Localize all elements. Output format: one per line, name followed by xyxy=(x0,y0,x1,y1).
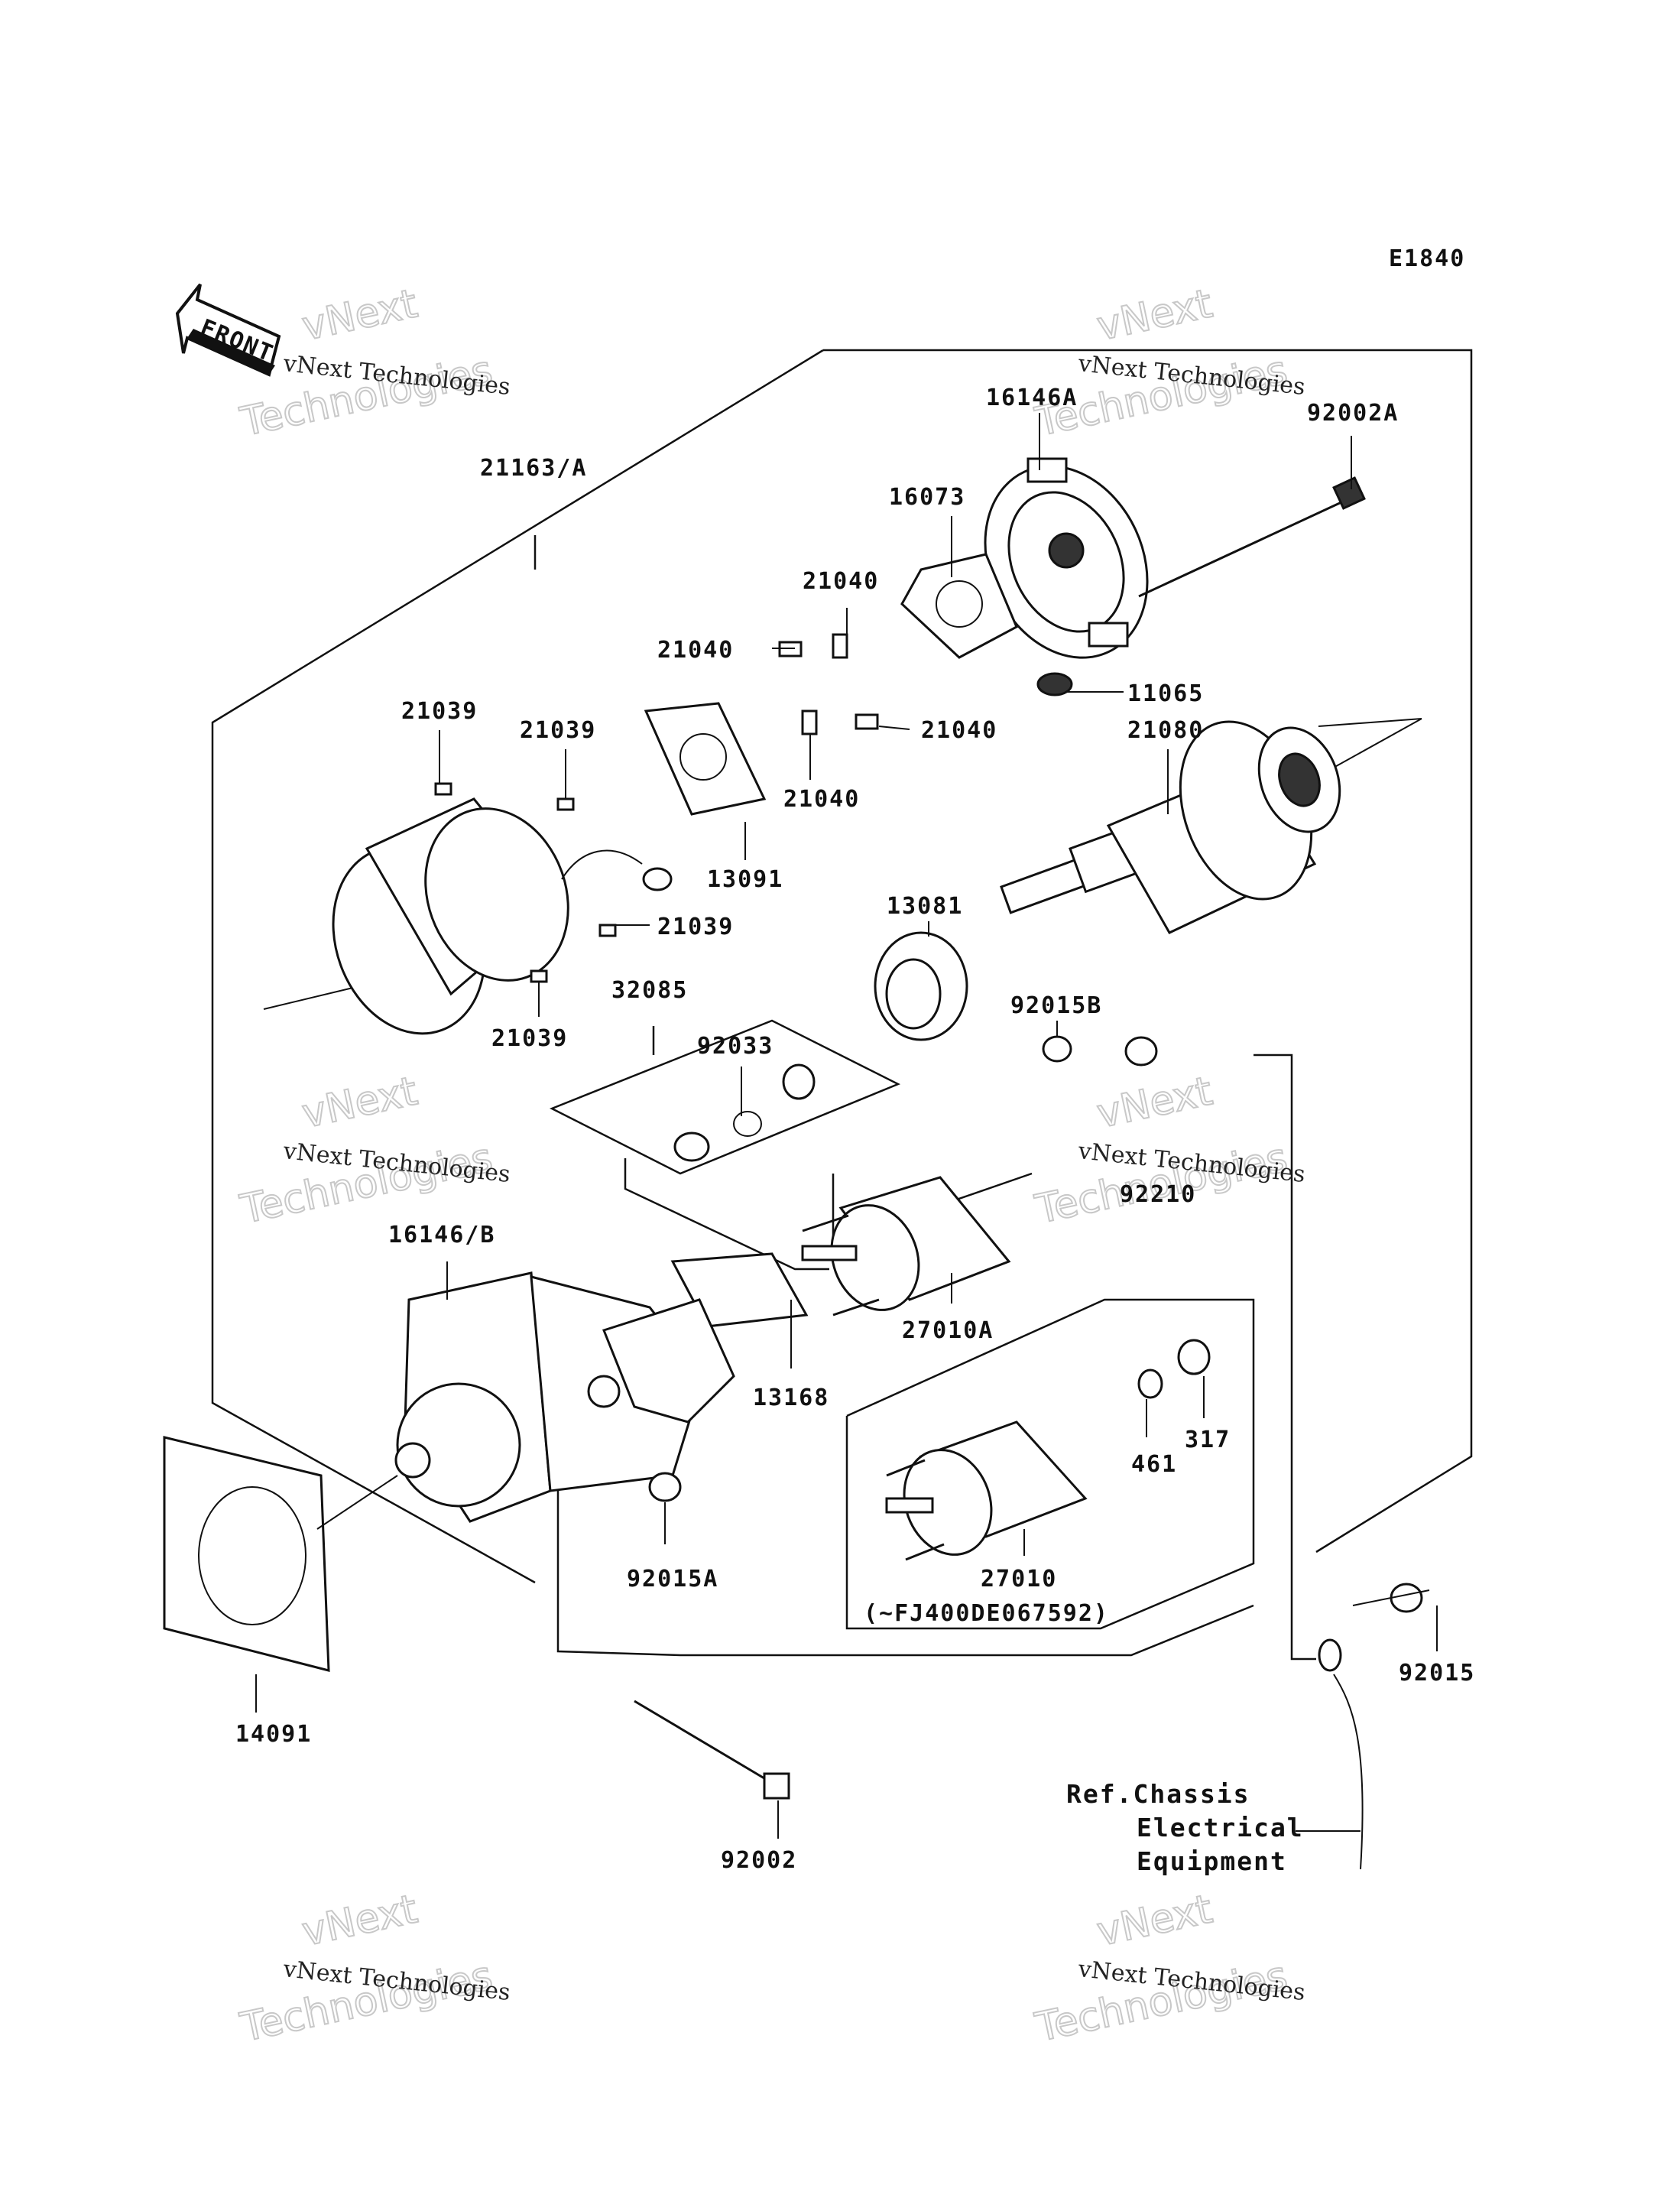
assembly-outline xyxy=(211,349,1473,1584)
part-label: 92033 xyxy=(697,1033,774,1060)
part-label: 16146/B xyxy=(388,1222,495,1248)
part-label: 21040 xyxy=(921,717,997,744)
reference-line-3: Equipment xyxy=(1137,1846,1287,1876)
kit-32085-outline xyxy=(549,1019,901,1271)
yoke-housing xyxy=(263,782,673,1035)
watermark-bottom-right: vNext Technologies vNext Technologies xyxy=(1030,1885,1306,2051)
part-label: 317 xyxy=(1185,1427,1231,1453)
part-label: 16146A xyxy=(986,385,1078,411)
spring-21040-icon xyxy=(778,633,879,735)
reference-line-1: Ref.Chassis xyxy=(1066,1779,1250,1809)
leader-lines xyxy=(255,413,1438,1839)
washer-461-icon xyxy=(1137,1368,1163,1399)
part-label: 21039 xyxy=(520,717,596,744)
part-label: 16073 xyxy=(889,484,965,511)
nut-92015B-icon xyxy=(1042,1035,1072,1063)
solenoid-27010A xyxy=(801,1176,1011,1317)
part-label: 21039 xyxy=(491,1025,568,1052)
part-label: 32085 xyxy=(611,977,688,1004)
part-label: 92015 xyxy=(1399,1660,1475,1687)
long-bolt-92002 xyxy=(634,1700,790,1800)
part-label: 14091 xyxy=(235,1721,312,1748)
svg-text:vNext: vNext xyxy=(1093,281,1216,349)
part-label: 13091 xyxy=(707,866,783,893)
part-label: 13081 xyxy=(887,893,963,920)
part-label: 27010 xyxy=(981,1566,1057,1592)
part-label: 21040 xyxy=(657,637,734,664)
part-label: 92015B xyxy=(1010,992,1102,1019)
part-label: 11065 xyxy=(1127,680,1204,707)
watermark-mid-left: vNext Technologies vNext Technologies xyxy=(235,1067,511,1233)
svg-text:vNext: vNext xyxy=(298,1886,421,1955)
armature-21080 xyxy=(1000,718,1422,934)
starter-body-16146B xyxy=(394,1271,735,1523)
end-cover-16146A xyxy=(984,457,1149,659)
watermark-top-right: vNext Technologies vNext Technologies xyxy=(1030,280,1306,446)
nut-317-icon xyxy=(1177,1339,1211,1375)
svg-text:vNext: vNext xyxy=(1093,1068,1216,1137)
brush-holder-13091 xyxy=(644,702,767,816)
part-labels: 21163/A 16146A 92002A 16073 21040 21040 … xyxy=(235,385,1475,1876)
part-label: 21080 xyxy=(1127,717,1204,744)
part-label: 92210 xyxy=(1120,1181,1196,1208)
part-label: 461 xyxy=(1131,1451,1177,1478)
front-arrow-icon: FRONT xyxy=(175,283,281,377)
serial-note: (~FJ400DE067592) xyxy=(864,1600,1109,1627)
part-label: 92002 xyxy=(721,1847,797,1874)
diagram-code: E1840 xyxy=(1389,245,1465,272)
part-label: 21039 xyxy=(657,914,734,940)
terminal-cable xyxy=(1318,1583,1430,1870)
part-label: 21163/A xyxy=(480,455,587,482)
part-label: 21039 xyxy=(401,698,478,725)
nut-92015A-icon xyxy=(648,1472,682,1502)
part-label: 21040 xyxy=(783,786,860,813)
svg-text:vNext: vNext xyxy=(298,281,421,349)
cover-14091 xyxy=(163,1436,398,1672)
variant-box-outline xyxy=(845,1298,1255,1630)
nut-92210-icon xyxy=(1124,1036,1158,1067)
watermark-top-left: vNext Technologies vNext Technologies xyxy=(235,280,511,446)
watermark-bottom-left: vNext Technologies vNext Technologies xyxy=(235,1885,511,2051)
solenoid-27010 xyxy=(885,1420,1088,1561)
part-label: 92002A xyxy=(1307,400,1399,427)
svg-text:vNext: vNext xyxy=(298,1068,421,1137)
reference-line-2: Electrical xyxy=(1137,1813,1304,1842)
nut-11065-icon xyxy=(1036,672,1073,696)
part-label: 21040 xyxy=(803,568,879,595)
watermark-mid-right: vNext Technologies vNext Technologies xyxy=(1030,1067,1306,1233)
plate-16073 xyxy=(900,553,1018,659)
part-label: 92015A xyxy=(627,1566,718,1592)
part-label: 13168 xyxy=(753,1385,829,1411)
pinion-13081 xyxy=(874,931,968,1041)
kit-parts xyxy=(673,1063,816,1162)
part-label: 27010A xyxy=(902,1317,994,1344)
long-bolt-92002A xyxy=(1138,476,1366,598)
svg-text:vNext: vNext xyxy=(1093,1886,1216,1955)
